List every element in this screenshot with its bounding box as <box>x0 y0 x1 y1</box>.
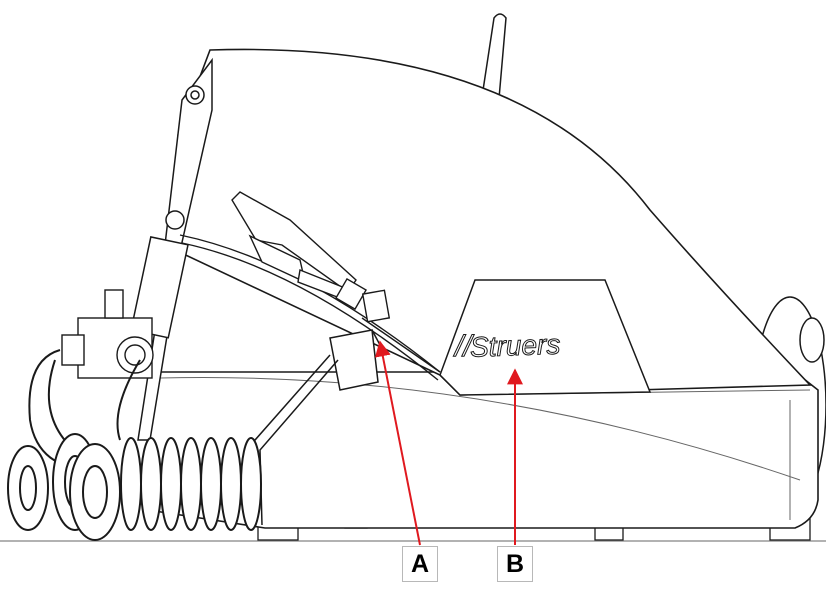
arrow-a <box>374 340 421 546</box>
callout-a: A <box>402 546 438 582</box>
struers-logo: Struers <box>470 329 561 363</box>
spray-nozzle <box>231 191 441 373</box>
nozzle-box <box>329 329 381 391</box>
antenna <box>479 13 507 111</box>
coiled-hose <box>7 349 262 541</box>
logo-panel <box>439 279 652 396</box>
callout-b: B <box>497 546 533 582</box>
machine-body <box>147 48 819 529</box>
left-fittings <box>61 289 154 379</box>
struers-logo-slashes: // <box>453 330 474 363</box>
hinge-column <box>130 57 213 441</box>
